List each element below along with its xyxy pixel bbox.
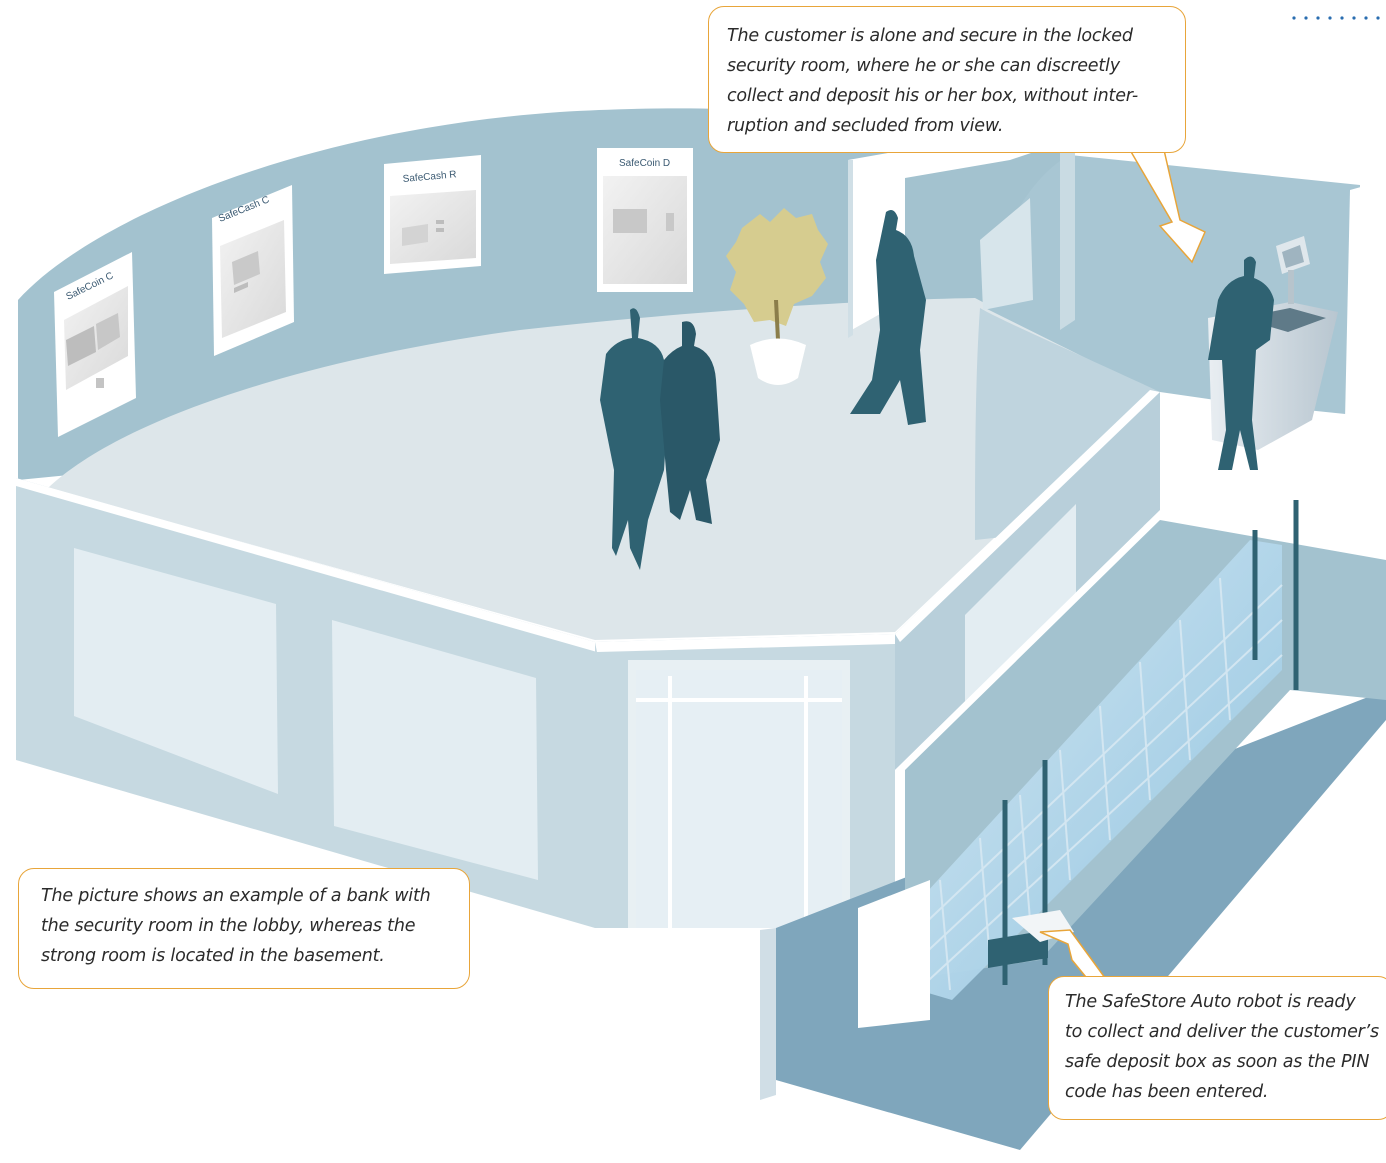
person-walking-figure: [850, 210, 926, 425]
callout-top-line-3: collect and deposit his or her box, with…: [727, 86, 1138, 106]
couple-figures: [600, 308, 720, 570]
callout-left-line-2: the security room in the lobby, whereas …: [41, 916, 416, 936]
poster-label-safecash-r: SafeCash R: [402, 169, 457, 185]
callout-right-line-4: code has been entered.: [1065, 1082, 1269, 1102]
decorative-dotted-line: [1292, 16, 1380, 20]
callout-right-line-3: safe deposit box as soon as the PIN: [1065, 1052, 1370, 1072]
basement-strong-room: [760, 500, 1386, 1163]
callout-top-pointer: [1128, 149, 1206, 264]
callout-right-line-1: The SafeStore Auto robot is ready: [1065, 992, 1356, 1012]
potted-plant: [726, 208, 828, 385]
callout-top-line-4: ruption and secluded from view.: [727, 116, 1004, 136]
callout-left-line-1: The picture shows an example of a bank w…: [41, 886, 431, 906]
poster-safecoin-d: SafeCoin D: [597, 148, 693, 292]
poster-safecash-r: SafeCash R: [384, 155, 481, 274]
poster-safecash-c: SafeCash C: [212, 185, 294, 356]
customer-at-kiosk-figure: [1208, 256, 1274, 470]
poster-label-safecoin-d: SafeCoin D: [619, 158, 670, 169]
callout-right-line-2: to collect and deliver the customer’s: [1065, 1022, 1379, 1042]
callout-top-line-2: security room, where he or she can discr…: [727, 56, 1120, 76]
callout-robot: The SafeStore Auto robot is ready to col…: [1048, 976, 1386, 1120]
callout-security-room: The customer is alone and secure in the …: [708, 6, 1186, 153]
callout-top-line-1: The customer is alone and secure in the …: [727, 26, 1133, 46]
lobby-front-wall: [16, 390, 1160, 928]
callout-left-line-3: strong room is located in the basement.: [41, 946, 385, 966]
callout-bank-example: The picture shows an example of a bank w…: [18, 868, 470, 989]
